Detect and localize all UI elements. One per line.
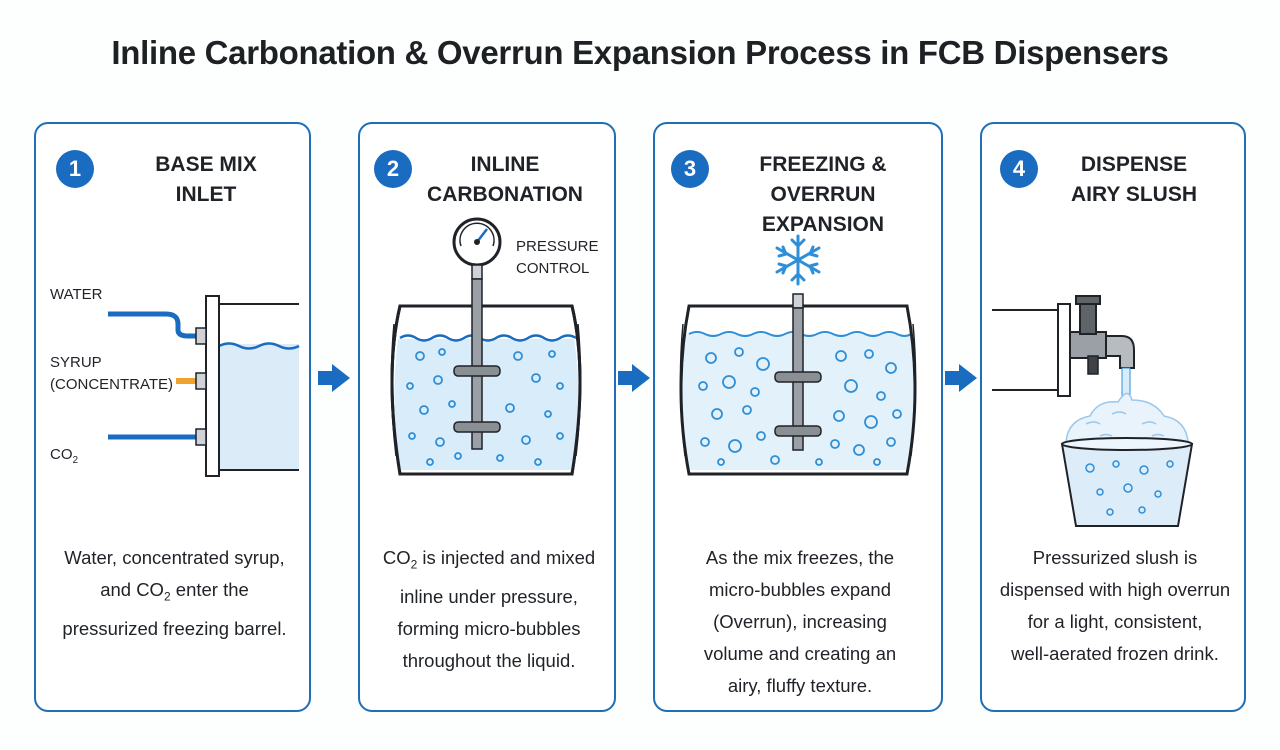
carbonation-barrel-illustration [390, 217, 582, 476]
step-2-title-line1: INLINE [470, 153, 540, 176]
arrow-right-icon [618, 364, 650, 392]
concentrate-label: (CONCENTRATE) [50, 376, 174, 393]
step-1-description: Water, concentrated syrup, and CO2 enter… [62, 547, 287, 639]
barrel-inlet-illustration [108, 295, 300, 477]
step-4-title-line1: DISPENSE [1080, 153, 1188, 176]
freezing-barrel-illustration [679, 234, 917, 476]
step-1-title-line2: INLET [175, 183, 237, 206]
step-4-title: DISPENSE AIRY SLUSH [1044, 150, 1224, 210]
step-1-title-line1: BASE MIX [155, 153, 257, 176]
co2-label: CO2 [50, 446, 79, 466]
step-3-number: 3 [671, 150, 709, 188]
step-3-title-line1: FREEZING & [759, 153, 887, 176]
arrow-right-icon [318, 364, 350, 392]
step-4-description: Pressurized slush is dispensed with high… [999, 547, 1231, 664]
arrow-right-icon [945, 364, 977, 392]
micro-bubbles [406, 348, 564, 466]
step-4-number: 4 [1000, 150, 1038, 188]
step-1-number: 1 [56, 150, 94, 188]
step-4-panel: 4 DISPENSE AIRY SLUSH [980, 122, 1246, 712]
step-1-title: BASE MIX INLET [106, 150, 306, 210]
dispense-valve-icon [1069, 295, 1135, 375]
water-label: WATER [50, 286, 103, 303]
syrup-label: SYRUP [50, 354, 102, 371]
step-3-title: FREEZING & OVERRUN EXPANSION [707, 150, 939, 240]
page-title: Inline Carbonation & Overrun Expansion P… [111, 34, 1169, 71]
step-2-title-line2: CARBONATION [427, 183, 583, 206]
step-2-description: CO2 is injected and mixed inline under p… [382, 547, 596, 671]
snowflake-icon [775, 234, 821, 286]
step-3-panel: 3 FREEZING & OVERRUN EXPANSION [653, 122, 943, 712]
cup-icon [1060, 437, 1194, 527]
step-3-description: As the mix freezes, the micro-bubbles ex… [703, 547, 897, 696]
step-2-number: 2 [374, 150, 412, 188]
pressure-control-label: PRESSURE CONTROL [516, 238, 599, 277]
step-2-title: INLINE CARBONATION [420, 150, 590, 210]
expanded-bubbles [698, 347, 902, 466]
step-3-title-line2: OVERRUN EXPANSION [761, 183, 885, 236]
dispense-illustration [992, 295, 1194, 527]
step-1-panel: 1 BASE MIX INLET WATER SYRUP (CONCENTRAT… [34, 122, 311, 712]
step-2-panel: 2 INLINE CARBONATION PRESSURE CONTROL [358, 122, 616, 712]
step-4-title-line2: AIRY SLUSH [1070, 183, 1198, 206]
